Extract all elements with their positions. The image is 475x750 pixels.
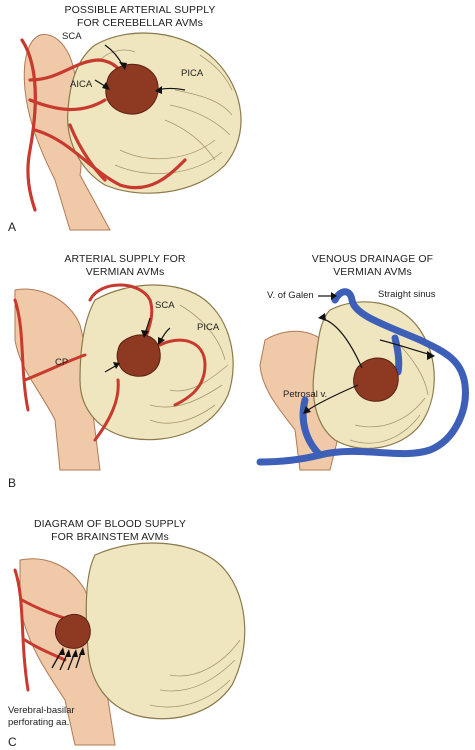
panel-a-pica-label: PICA [181,68,204,79]
panel-b-pica-label: PICA [197,322,220,333]
panel-b-right-avm [353,357,399,402]
panel-c-title-line2: FOR BRAINSTEM AVMs [51,531,169,543]
panel-c-perforating-line1: Verebral-basilar [8,705,75,716]
panel-c-letter: C [8,735,17,749]
panel-a-brainstem [23,34,111,231]
panel-b-right-title-line1: VENOUS DRAINAGE OF [311,253,434,265]
panel-b-left-title-line2: VERMIAN AVMs [85,266,165,278]
panel-a-avm [105,63,159,115]
panel-a-letter: A [8,220,17,234]
panel-a-aica-label: AICA [70,79,93,90]
panel-b-sca-label: SCA [155,300,175,311]
panel-c-cerebellum [85,542,246,720]
panel-a-title-line2: FOR CEREBELLAR AVMs [77,17,203,29]
panel-b-cp-label: CP [55,357,69,368]
panel-c-title: DIAGRAM OF BLOOD SUPPLY FOR BRAINSTEM AV… [20,518,200,544]
panel-b-right-title: VENOUS DRAINAGE OF VERMIAN AVMs [285,253,460,279]
panel-c-title-line1: DIAGRAM OF BLOOD SUPPLY [33,518,187,530]
panel-b-right-title-line2: VERMIAN AVMs [333,266,412,278]
panel-c-avm [55,613,91,649]
panel-b-letter: B [8,476,17,490]
panel-b-left-title-line1: ARTERIAL SUPPLY FOR [64,253,186,265]
panel-b-right-straight-sinus-label: Straight sinus [378,289,436,300]
panel-a-title: POSSIBLE ARTERIAL SUPPLY FOR CEREBELLAR … [30,4,250,30]
panel-c-perforating-label: Verebral-basilar perforating aa. [8,705,75,729]
panel-b-right-galen-label: V. of Galen [267,290,314,301]
panel-b-left-title: ARTERIAL SUPPLY FOR VERMIAN AVMs [40,253,210,279]
panel-b-right-petrosal-label: Petrosal v. [283,389,328,400]
panel-a-sca-label: SCA [62,31,82,42]
panel-c-perforating-line2: perforating aa. [8,717,70,728]
panel-b-avm [116,334,161,377]
panel-a-title-line1: POSSIBLE ARTERIAL SUPPLY [64,4,216,16]
